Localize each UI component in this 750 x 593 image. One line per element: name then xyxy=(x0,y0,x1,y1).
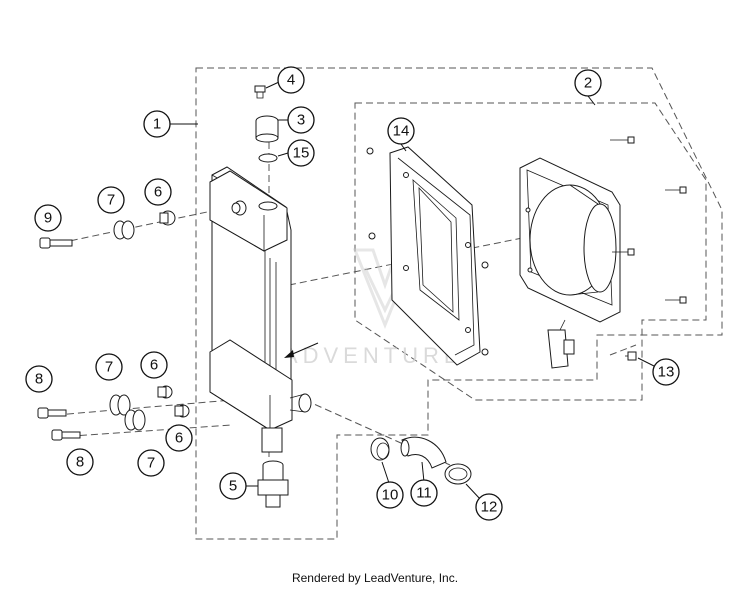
footer-credit: Rendered by LeadVenture, Inc. xyxy=(291,571,459,585)
svg-text:10: 10 xyxy=(382,487,399,504)
svg-text:1: 1 xyxy=(153,116,161,133)
leader-line xyxy=(277,152,289,157)
svg-text:6: 6 xyxy=(154,184,162,201)
assembly-1-outline xyxy=(195,67,723,540)
grommet-7 xyxy=(113,220,135,240)
bushing-6 xyxy=(159,210,176,226)
callout-7-bottom[interactable]: 7 xyxy=(137,449,165,477)
svg-text:11: 11 xyxy=(416,485,432,502)
bolt-8-lower xyxy=(51,429,81,441)
callout-6-top[interactable]: 6 xyxy=(144,178,172,206)
svg-text:12: 12 xyxy=(481,499,498,516)
bolt-8-upper xyxy=(37,407,67,419)
leader-line xyxy=(265,81,280,89)
assembly-2-outline xyxy=(354,102,707,401)
callout-5[interactable]: 5 xyxy=(219,472,247,500)
radiator xyxy=(209,166,312,453)
callout-15[interactable]: 15 xyxy=(287,139,315,167)
callout-13[interactable]: 13 xyxy=(652,358,680,386)
svg-text:7: 7 xyxy=(147,455,155,472)
hose-11 xyxy=(400,436,447,469)
extension-line xyxy=(609,344,637,356)
svg-text:4: 4 xyxy=(287,72,295,89)
svg-text:3: 3 xyxy=(297,112,305,129)
svg-text:5: 5 xyxy=(229,478,237,495)
callout-9[interactable]: 9 xyxy=(34,204,62,232)
filler-cap-3 xyxy=(255,115,279,143)
extension-line xyxy=(57,424,233,438)
callout-6-bottom[interactable]: 6 xyxy=(165,424,193,452)
svg-text:2: 2 xyxy=(584,75,592,92)
callout-7-top[interactable]: 7 xyxy=(97,186,125,214)
svg-text:7: 7 xyxy=(107,192,115,209)
callout-7-middle[interactable]: 7 xyxy=(95,353,123,381)
fitting-5 xyxy=(257,460,289,508)
callout-14[interactable]: 14 xyxy=(387,117,415,145)
svg-text:9: 9 xyxy=(44,210,52,227)
callout-8-bottom[interactable]: 8 xyxy=(66,448,94,476)
callout-6-middle[interactable]: 6 xyxy=(140,351,168,379)
fan-shroud xyxy=(366,146,489,366)
screw-cap-4 xyxy=(254,85,266,99)
extension-line xyxy=(59,207,227,244)
callout-2[interactable]: 2 xyxy=(574,69,602,97)
bushing-6-lower xyxy=(174,404,190,418)
svg-text:6: 6 xyxy=(175,430,183,447)
arrow-head xyxy=(284,350,294,358)
connector-13 xyxy=(625,351,637,361)
grommet-7-upper xyxy=(109,394,131,416)
callout-1[interactable]: 1 xyxy=(143,110,171,138)
leader-line xyxy=(421,461,425,483)
svg-text:13: 13 xyxy=(658,364,675,381)
grommet-7-lower xyxy=(124,409,146,431)
bolt-9 xyxy=(39,237,73,249)
fan-assembly xyxy=(519,157,621,369)
svg-text:7: 7 xyxy=(105,359,113,376)
hose-clamp-12 xyxy=(444,463,472,485)
svg-text:6: 6 xyxy=(150,357,158,374)
svg-text:14: 14 xyxy=(393,123,410,140)
fan-screws xyxy=(610,136,687,304)
callout-4[interactable]: 4 xyxy=(277,66,305,94)
callout-11[interactable]: 11 xyxy=(410,479,438,507)
callout-12[interactable]: 12 xyxy=(475,493,503,521)
callout-3[interactable]: 3 xyxy=(287,106,315,134)
svg-text:8: 8 xyxy=(35,371,43,388)
leader-line xyxy=(465,483,482,501)
hose-clamp-10 xyxy=(370,437,390,461)
callout-10[interactable]: 10 xyxy=(376,481,404,509)
extension-line xyxy=(55,399,233,416)
o-ring-15 xyxy=(258,153,278,163)
leader-line xyxy=(400,143,407,152)
svg-text:8: 8 xyxy=(76,454,84,471)
leader-line xyxy=(587,95,596,106)
bushing-6-upper xyxy=(157,385,173,399)
callout-8-top[interactable]: 8 xyxy=(25,365,53,393)
svg-text:15: 15 xyxy=(293,145,310,162)
